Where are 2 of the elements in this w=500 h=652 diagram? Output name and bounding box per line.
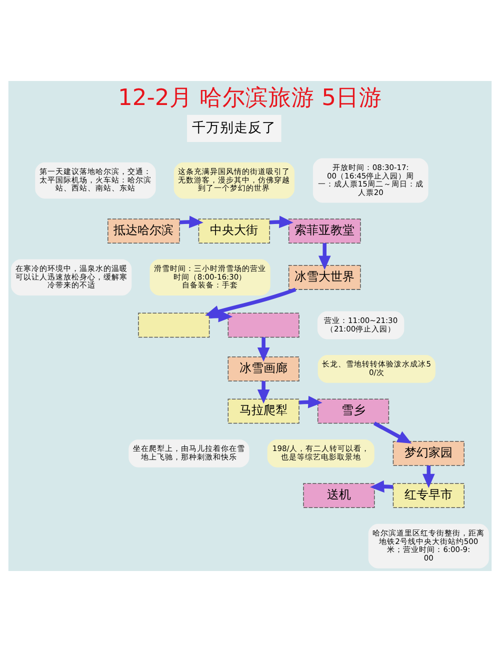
diagram-title: 12-2月 哈尔滨旅游 5日游 — [118, 85, 382, 112]
label: 千万别走反了 — [192, 120, 276, 136]
